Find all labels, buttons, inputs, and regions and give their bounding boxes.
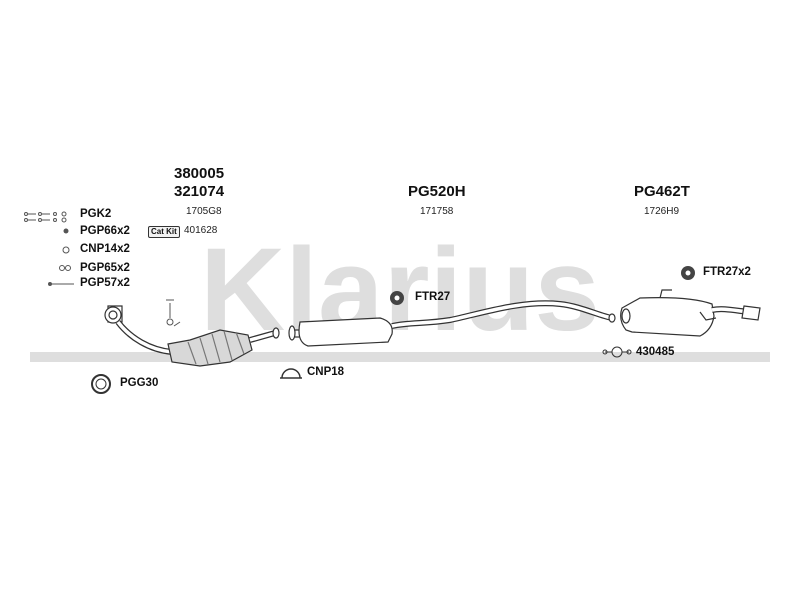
- clamp-small-icon: [62, 246, 70, 254]
- accessory-ftr27x2: FTR27x2: [703, 266, 751, 278]
- watermark-underline: [30, 352, 770, 362]
- fitting-pgk2: PGK2: [80, 208, 112, 220]
- fitting-pgp65x2: PGP65x2: [80, 262, 130, 274]
- middle-part-number: PG520H: [408, 183, 466, 200]
- front-part-number-1: 380005: [174, 165, 225, 182]
- accessory-ftr27: FTR27: [415, 291, 451, 303]
- rear-ref-code: 1726H9: [644, 206, 680, 217]
- front-ref-code: 1705G8: [186, 206, 222, 217]
- accessory-430485: 430485: [636, 346, 675, 358]
- fitting-pgp66x2: PGP66x2: [80, 225, 130, 237]
- accessory-pgg30: PGG30: [120, 377, 159, 389]
- cat-kit-code: 401628: [184, 225, 218, 236]
- bolt-icon: [63, 228, 69, 234]
- bolt-set-icon: [24, 211, 67, 223]
- sensor-icon: [166, 299, 181, 327]
- clamp-bracket-icon: [602, 346, 632, 358]
- catalytic-converter: [167, 327, 280, 367]
- rubber-mount-icon-rear: [681, 266, 695, 280]
- accessory-cnp18: CNP18: [307, 366, 345, 378]
- gasket-ring-icon: [91, 374, 111, 394]
- nut-icon: [59, 265, 71, 271]
- cat-kit-badge: Cat Kit: [148, 226, 180, 238]
- u-clamp-icon: [280, 368, 302, 379]
- fitting-cnp14x2: CNP14x2: [80, 243, 130, 255]
- middle-ref-code: 171758: [420, 206, 454, 217]
- rear-part-number: PG462T: [634, 183, 690, 200]
- fitting-pgp57x2: PGP57x2: [80, 277, 130, 289]
- front-pipe: [104, 305, 173, 355]
- middle-silencer: [288, 300, 616, 347]
- stud-icon: [48, 282, 74, 286]
- rear-silencer: [620, 289, 761, 337]
- rubber-mount-icon: [390, 291, 404, 305]
- front-part-number-2: 321074: [174, 183, 225, 200]
